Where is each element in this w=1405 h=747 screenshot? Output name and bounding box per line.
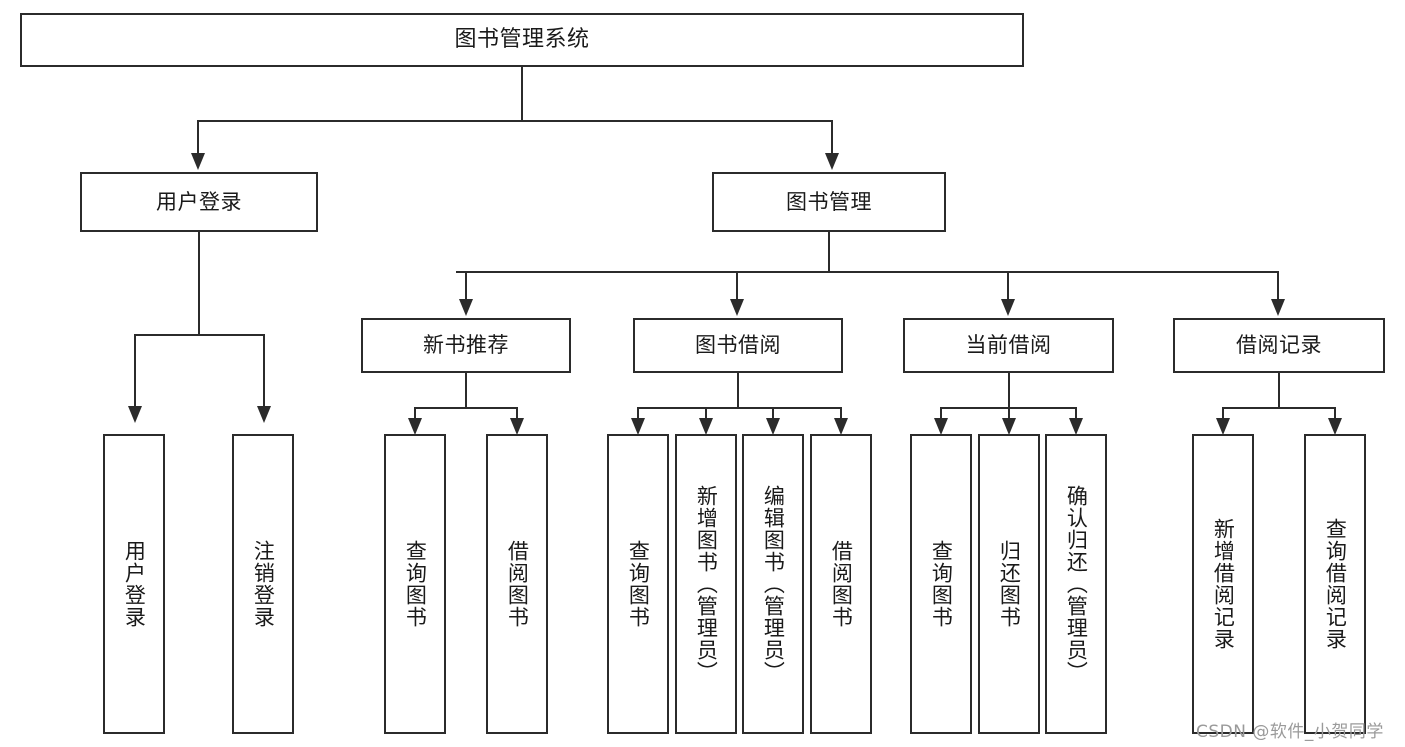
arrowhead-book-borrow-leaf-1 xyxy=(631,418,645,435)
connector-book-borrow-drop-4 xyxy=(840,407,842,421)
connector-root-bus xyxy=(197,120,833,122)
node-label: 新书推荐 xyxy=(423,333,509,358)
arrowhead-book-borrow-leaf-3 xyxy=(766,418,780,435)
connector-current-borrow-drop-1 xyxy=(940,407,942,421)
connector-book-borrow-drop-3 xyxy=(772,407,774,421)
node-label: 图书借阅 xyxy=(695,333,781,358)
arrowhead-bm-book-borrow xyxy=(730,299,744,316)
node-label: 确认归还（管理员） xyxy=(1064,485,1089,683)
node-label: 归还图书 xyxy=(997,540,1022,628)
arrowhead-book-borrow-leaf-2 xyxy=(699,418,713,435)
connector-book-borrow-bus xyxy=(637,407,841,409)
connector-user-login-stem xyxy=(198,232,200,336)
leaf-current-borrow-return[interactable]: 归还图书 xyxy=(978,434,1040,734)
leaf-new-book-borrow[interactable]: 借阅图书 xyxy=(486,434,548,734)
connector-new-book-bus xyxy=(414,407,518,409)
connector-borrow-record-bus xyxy=(1222,407,1336,409)
arrowhead-borrow-record-leaf-1 xyxy=(1216,418,1230,435)
node-label: 查询图书 xyxy=(929,540,954,628)
leaf-current-borrow-query[interactable]: 查询图书 xyxy=(910,434,972,734)
node-label: 注销登录 xyxy=(251,540,276,628)
node-book-borrow[interactable]: 图书借阅 xyxy=(633,318,843,373)
node-label: 编辑图书（管理员） xyxy=(761,485,786,683)
node-label: 查询借阅记录 xyxy=(1323,518,1348,650)
connector-new-book-stem xyxy=(465,373,467,409)
node-label: 借阅记录 xyxy=(1236,333,1322,358)
leaf-book-borrow-query[interactable]: 查询图书 xyxy=(607,434,669,734)
node-label: 新增借阅记录 xyxy=(1211,518,1236,650)
connector-current-borrow-drop-3 xyxy=(1075,407,1077,421)
node-label: 新增图书（管理员） xyxy=(694,485,719,683)
node-book-management[interactable]: 图书管理 xyxy=(712,172,946,232)
connector-book-borrow-stem xyxy=(737,373,739,409)
arrowhead-book-borrow-leaf-4 xyxy=(834,418,848,435)
connector-current-borrow-stem xyxy=(1008,373,1010,409)
arrowhead-root-to-user-login xyxy=(191,153,205,170)
node-label: 图书管理 xyxy=(786,189,872,214)
leaf-book-borrow-add[interactable]: 新增图书（管理员） xyxy=(675,434,737,734)
leaf-new-book-query[interactable]: 查询图书 xyxy=(384,434,446,734)
node-label: 用户登录 xyxy=(156,189,242,214)
node-label: 查询图书 xyxy=(403,540,428,628)
connector-new-book-drop-2 xyxy=(516,407,518,421)
connector-user-login-bus xyxy=(134,334,264,336)
connector-book-management-bus xyxy=(456,271,1279,273)
connector-bm-drop-current-borrow xyxy=(1007,271,1009,301)
connector-book-management-stem xyxy=(828,232,830,273)
node-label: 用户登录 xyxy=(122,540,147,628)
node-new-book-recommend[interactable]: 新书推荐 xyxy=(361,318,571,373)
arrowhead-user-login-leaf-1 xyxy=(128,406,142,423)
node-label: 查询图书 xyxy=(626,540,651,628)
node-label: 借阅图书 xyxy=(505,540,530,628)
node-root-system[interactable]: 图书管理系统 xyxy=(20,13,1024,67)
connector-bm-drop-borrow-record xyxy=(1277,271,1279,301)
leaf-book-borrow-edit[interactable]: 编辑图书（管理员） xyxy=(742,434,804,734)
node-user-login[interactable]: 用户登录 xyxy=(80,172,318,232)
watermark-text: CSDN @软件_小贺同学 xyxy=(1196,722,1384,742)
leaf-book-borrow-borrow[interactable]: 借阅图书 xyxy=(810,434,872,734)
arrowhead-bm-borrow-record xyxy=(1271,299,1285,316)
connector-user-login-drop-2 xyxy=(263,334,265,408)
connector-new-book-drop-1 xyxy=(414,407,416,421)
arrowhead-current-borrow-leaf-2 xyxy=(1002,418,1016,435)
connector-bm-drop-book-borrow xyxy=(736,271,738,301)
connector-book-borrow-drop-2 xyxy=(705,407,707,421)
arrowhead-new-book-leaf-1 xyxy=(408,418,422,435)
arrowhead-borrow-record-leaf-2 xyxy=(1328,418,1342,435)
node-label: 借阅图书 xyxy=(829,540,854,628)
arrowhead-current-borrow-leaf-3 xyxy=(1069,418,1083,435)
connector-borrow-record-drop-2 xyxy=(1334,407,1336,421)
node-borrow-record[interactable]: 借阅记录 xyxy=(1173,318,1385,373)
connector-borrow-record-drop-1 xyxy=(1222,407,1224,421)
connector-user-login-drop-1 xyxy=(134,334,136,408)
arrowhead-root-to-book-management xyxy=(825,153,839,170)
connector-root-stem xyxy=(521,67,523,121)
arrowhead-new-book-leaf-2 xyxy=(510,418,524,435)
connector-borrow-record-stem xyxy=(1278,373,1280,409)
leaf-user-login-login[interactable]: 用户登录 xyxy=(103,434,165,734)
arrowhead-current-borrow-leaf-1 xyxy=(934,418,948,435)
arrowhead-user-login-leaf-2 xyxy=(257,406,271,423)
leaf-borrow-record-add[interactable]: 新增借阅记录 xyxy=(1192,434,1254,734)
node-label: 当前借阅 xyxy=(965,333,1052,358)
leaf-borrow-record-query[interactable]: 查询借阅记录 xyxy=(1304,434,1366,734)
connector-root-to-user-login xyxy=(197,120,199,155)
connector-root-to-book-management xyxy=(831,120,833,155)
connector-book-borrow-drop-1 xyxy=(637,407,639,421)
arrowhead-bm-new-book xyxy=(459,299,473,316)
leaf-user-login-logout[interactable]: 注销登录 xyxy=(232,434,294,734)
node-label: 图书管理系统 xyxy=(454,27,590,53)
connector-bm-drop-new-book xyxy=(465,271,467,301)
leaf-current-borrow-confirm-return[interactable]: 确认归还（管理员） xyxy=(1045,434,1107,734)
connector-current-borrow-drop-2 xyxy=(1008,407,1010,421)
arrowhead-bm-current-borrow xyxy=(1001,299,1015,316)
node-current-borrow[interactable]: 当前借阅 xyxy=(903,318,1114,373)
